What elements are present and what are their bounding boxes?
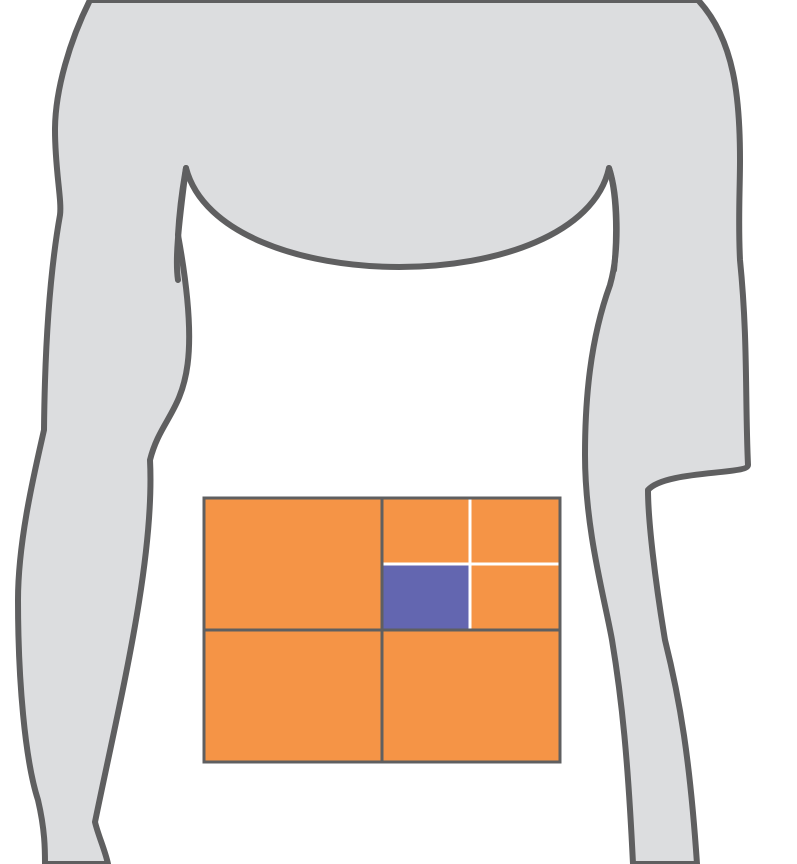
torso-silhouette — [15, 0, 751, 864]
quadrant-grid — [202, 496, 562, 764]
left-torso-crease — [173, 165, 189, 283]
right-torso-crease — [606, 165, 620, 273]
quadrant-bottom-left — [204, 630, 382, 762]
quadrant-top-left — [204, 498, 382, 630]
highlighted-subcell — [382, 564, 470, 630]
quadrant-bottom-right — [382, 630, 560, 762]
grid-border — [202, 496, 562, 764]
